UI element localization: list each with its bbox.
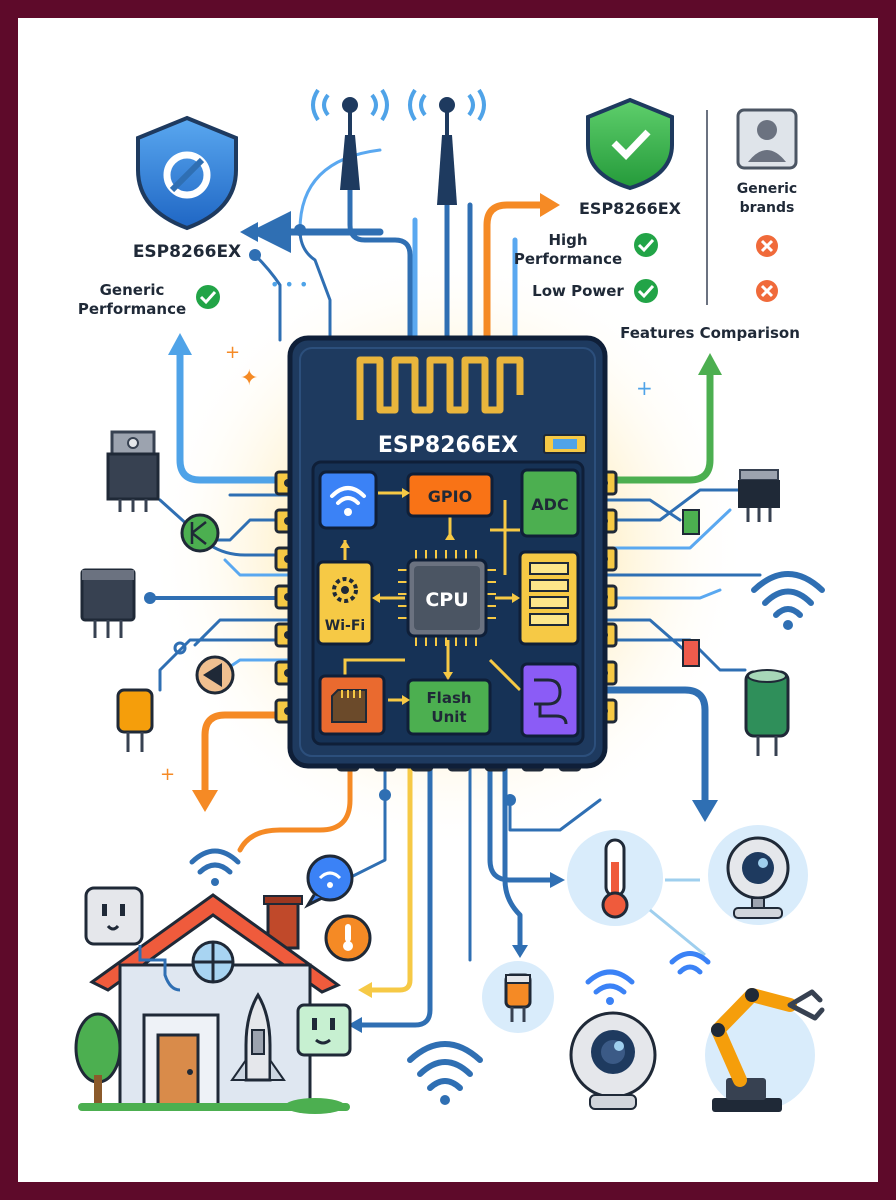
component-bubble-icon: [482, 961, 554, 1033]
arrow-up-icon: [168, 333, 192, 355]
sd-card-icon: [331, 689, 367, 723]
voltage-regulator-icon: [106, 430, 160, 512]
pcb-antenna: [356, 356, 524, 420]
left-panel-title: ESP8266EX: [133, 242, 241, 262]
arrow-down-icon: [192, 790, 218, 812]
wifi-signal-icon: [407, 1041, 483, 1105]
check-icon: [634, 233, 658, 257]
connection-traces: [148, 148, 762, 1028]
wifi-processor-block: Wi-Fi: [316, 560, 374, 646]
tree-icon: [74, 1012, 122, 1107]
wifi-signal-icon: [189, 848, 241, 886]
gear-icon: [332, 577, 358, 603]
electrolytic-capacitor-icon: [744, 669, 790, 756]
svg-text:+: +: [636, 376, 653, 400]
gpio-label: GPIO: [428, 487, 472, 506]
esp8266-chip: ESP8266EX: [274, 335, 618, 772]
rocket-icon: [230, 992, 286, 1082]
transistor-icon: [180, 513, 220, 553]
svg-text:• • •: • • •: [270, 275, 308, 294]
wifi-signal-icon: [751, 571, 825, 630]
antenna-right-icon: [408, 88, 486, 205]
arrow-left-icon: [348, 1017, 362, 1033]
adc-label: ADC: [531, 495, 568, 514]
arrow-up-icon: [698, 353, 722, 375]
wifi-signal-icon: [585, 969, 635, 1005]
mosfet-icon: [738, 469, 780, 522]
crystal-component: [543, 434, 587, 454]
chat-wifi-bubble-icon: [304, 854, 354, 909]
thermometer-bubble-icon: [324, 914, 372, 962]
arrow-down-icon: [692, 800, 718, 822]
shield-check-icon: [586, 97, 674, 191]
adc-block: ADC: [520, 468, 580, 538]
ground-grass: [78, 1103, 350, 1111]
robotic-arm-icon: [705, 988, 825, 1112]
webcam-icon: [569, 1011, 657, 1110]
wifi-signal-icon: [669, 951, 711, 975]
arrow-right-icon: [540, 193, 560, 217]
arrow-left-icon: [358, 982, 372, 998]
power-outlet-icon: [84, 886, 144, 946]
chip-title: ESP8266EX: [378, 433, 518, 458]
logic-gate-block: [520, 662, 580, 738]
svg-text:+: +: [225, 342, 240, 363]
wifi-block: [318, 470, 378, 530]
right-panel-title: ESP8266EX: [579, 199, 682, 218]
arrow-down-icon: [512, 945, 528, 958]
svg-text:✦: ✦: [240, 366, 258, 391]
check-icon: [196, 285, 220, 309]
sparkle-decorations: + ✦ + + • • •: [160, 275, 653, 785]
wifi-block-label: Wi-Fi: [325, 618, 365, 634]
arrow-left-icon: [240, 222, 258, 242]
ic-chip-icon: [80, 568, 136, 638]
shield-icon: [136, 115, 238, 231]
check-icon: [634, 279, 658, 303]
smart-home-illustration: [74, 848, 372, 1114]
iot-devices-illustration: [482, 825, 825, 1112]
junction-dots: [144, 224, 516, 806]
features-comparison-caption: Features Comparison: [620, 324, 800, 342]
cpu-label: CPU: [425, 589, 468, 611]
cross-icon: [756, 235, 778, 257]
cpu-block: CPU: [398, 550, 496, 646]
memory-block: [518, 550, 580, 646]
sd-card-block: [318, 674, 386, 736]
capacitor-icon: [116, 688, 154, 752]
gpio-block: GPIO: [406, 472, 494, 518]
diode-icon: [195, 655, 235, 695]
cross-icon: [756, 280, 778, 302]
svg-text:+: +: [160, 764, 175, 785]
right-feature-low-power: Low Power: [532, 282, 624, 300]
webcam-icon: [708, 825, 808, 925]
smart-plug-icon: [296, 1003, 352, 1057]
thermometer-sensor-icon: [567, 830, 663, 926]
resistor-green-icon: [682, 509, 700, 535]
resistor-red-icon: [682, 639, 700, 667]
arrow-right-icon: [550, 872, 565, 888]
antenna-left-icon: [311, 88, 389, 190]
generic-brand-avatar-icon: [736, 108, 798, 170]
arrow-heads: [168, 193, 722, 1033]
